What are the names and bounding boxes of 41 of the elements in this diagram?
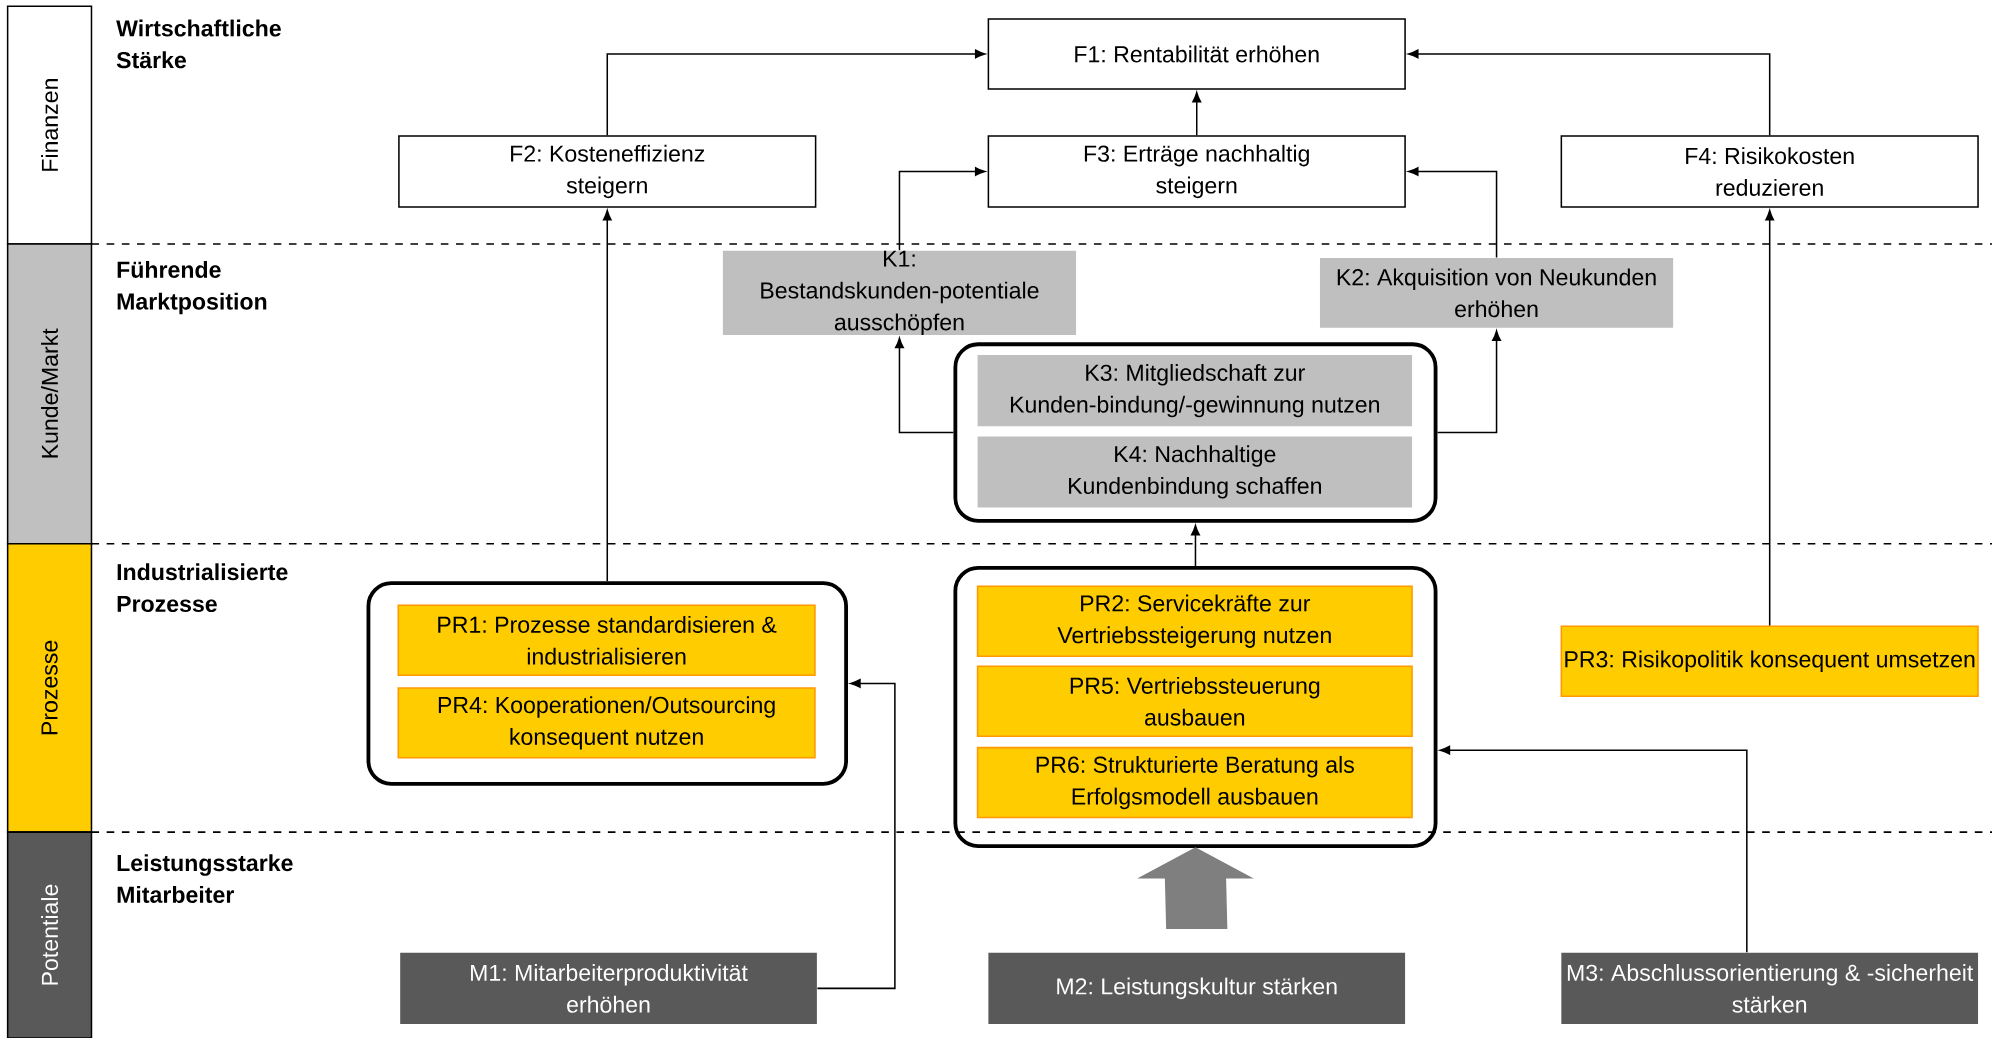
lane-band: Kunde/Markt [6, 243, 93, 545]
goal-box: F2: Kosteneffizienz steigern [398, 135, 817, 208]
arrow [1436, 330, 1501, 434]
row-heading: Führende Marktposition [117, 260, 267, 315]
row-heading: Leistungsstarke Mitarbeiter [117, 854, 293, 903]
goal-box: F4: Risikokosten reduzieren [1560, 135, 1979, 208]
lane-band: Finanzen [6, 5, 93, 245]
arrow [1765, 210, 1775, 627]
group-box [953, 566, 1438, 849]
goal-box: F3: Erträge nachhaltig steigern [987, 135, 1406, 208]
arrow [602, 210, 612, 582]
row-heading: Industrialisierte Prozesse [117, 563, 288, 613]
goal-box: M2: Leistungskultur stärken [988, 952, 1406, 1024]
group-box [953, 342, 1438, 523]
goal-box: K3: Mitgliedschaft zur Kunden-bindung/-gewinnung nutzen [977, 355, 1413, 427]
lane-band: Prozesse [6, 543, 93, 833]
arrow [1439, 745, 1748, 954]
arrow [898, 167, 986, 251]
arrow [1192, 91, 1202, 136]
goal-box: PR2: Servicekräfte zur Vertriebssteigerung nutzen [976, 585, 1413, 657]
block-arrow [1137, 847, 1254, 929]
goal-box: PR5: Vertriebssteuerung ausbauen [976, 665, 1413, 737]
goal-box: PR3: Risikopolitik konsequent umsetzen [1560, 625, 1979, 697]
goal-box: M1: Mitarbeiterproduktivität erhöhen [400, 952, 817, 1024]
goal-box: K2: Akquisition von Neukunden erhöhen [1319, 257, 1674, 328]
group-box [366, 581, 848, 786]
goal-box: K1: Bestandskunden-potentiale ausschöpfen [722, 250, 1077, 335]
arrow [1408, 49, 1771, 136]
arrow [1191, 525, 1200, 567]
lane-band: Potentiale [6, 831, 93, 1038]
goal-box: PR4: Kooperationen/Outsourcing konsequent nutzen [397, 687, 816, 759]
arrow [816, 679, 896, 990]
arrow [606, 49, 986, 136]
arrow [895, 337, 955, 434]
arrow [1408, 167, 1498, 259]
goal-box: M3: Abschlussorientierung & -sicherheit stärken [1561, 952, 1979, 1024]
goal-box: F1: Rentabilität erhöhen [987, 18, 1406, 90]
goal-box: PR1: Prozesse standardisieren & industrialisieren [397, 604, 816, 676]
goal-box: PR6: Strukturierte Beratung als Erfolgsmodell ausbauen [976, 746, 1413, 819]
row-heading: Wirtschaftliche Stärke [116, 19, 281, 69]
goal-box: K4: Nachhaltige Kundenbindung schaffen [977, 436, 1413, 508]
